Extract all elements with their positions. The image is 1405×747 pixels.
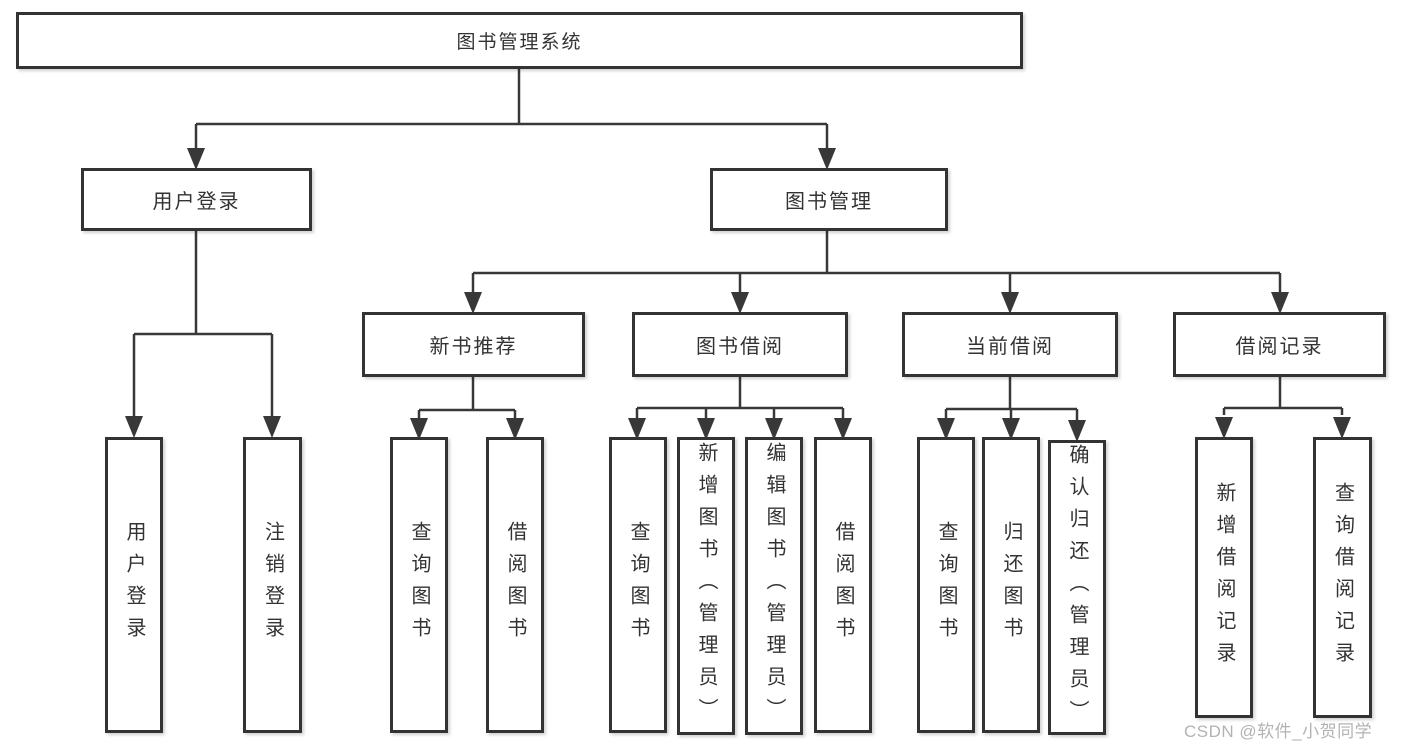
- leaf-add-book-admin-label: 新增图书（管理员）: [695, 442, 717, 730]
- leaf-confirm-return-admin-label: 确认归还（管理员）: [1066, 443, 1088, 732]
- leaf-query-borrow-record-label: 查询借阅记录: [1331, 481, 1354, 674]
- node-new-book-recommend: 新书推荐: [362, 312, 585, 377]
- leaf-logout: 注销登录: [243, 437, 302, 733]
- node-user-login: 用户登录: [81, 168, 312, 231]
- node-book-management: 图书管理: [710, 168, 948, 231]
- node-borrow-record: 借阅记录: [1173, 312, 1386, 377]
- node-root: 图书管理系统: [16, 12, 1023, 69]
- node-new-book-recommend-label: 新书推荐: [429, 336, 518, 358]
- leaf-logout-label: 注销登录: [261, 521, 284, 649]
- node-current-borrow-label: 当前借阅: [966, 336, 1054, 358]
- leaf-query-book-recommend-label: 查询图书: [408, 521, 430, 649]
- leaf-return-book-label: 归还图书: [1000, 521, 1022, 649]
- leaf-add-book-admin: 新增图书（管理员）: [677, 437, 735, 735]
- leaf-query-book-borrow: 查询图书: [609, 437, 667, 733]
- leaf-user-login-label: 用户登录: [123, 521, 145, 649]
- leaf-confirm-return-admin: 确认归还（管理员）: [1048, 440, 1106, 735]
- node-book-borrow: 图书借阅: [632, 312, 848, 377]
- node-book-management-label: 图书管理: [785, 191, 873, 213]
- leaf-query-borrow-record: 查询借阅记录: [1313, 437, 1372, 718]
- leaf-user-login: 用户登录: [105, 437, 163, 733]
- leaf-borrow-book: 借阅图书: [814, 437, 872, 733]
- node-book-borrow-label: 图书借阅: [696, 336, 784, 358]
- leaf-borrow-book-label: 借阅图书: [832, 521, 854, 649]
- leaf-borrow-book-recommend: 借阅图书: [486, 437, 544, 733]
- leaf-edit-book-admin: 编辑图书（管理员）: [745, 437, 803, 735]
- node-current-borrow: 当前借阅: [902, 312, 1118, 377]
- leaf-add-borrow-record: 新增借阅记录: [1195, 437, 1253, 718]
- leaf-query-book-recommend: 查询图书: [390, 437, 448, 733]
- leaf-edit-book-admin-label: 编辑图书（管理员）: [763, 442, 785, 730]
- node-user-login-label: 用户登录: [152, 191, 241, 213]
- watermark: CSDN @软件_小贺同学: [1184, 722, 1373, 741]
- leaf-query-book-current-label: 查询图书: [935, 521, 957, 649]
- leaf-borrow-book-recommend-label: 借阅图书: [504, 521, 526, 649]
- node-borrow-record-label: 借阅记录: [1235, 336, 1324, 358]
- node-root-label: 图书管理系统: [456, 32, 583, 53]
- leaf-add-borrow-record-label: 新增借阅记录: [1213, 481, 1235, 674]
- leaf-query-book-current: 查询图书: [917, 437, 975, 733]
- leaf-query-book-borrow-label: 查询图书: [627, 521, 649, 649]
- leaf-return-book: 归还图书: [982, 437, 1040, 733]
